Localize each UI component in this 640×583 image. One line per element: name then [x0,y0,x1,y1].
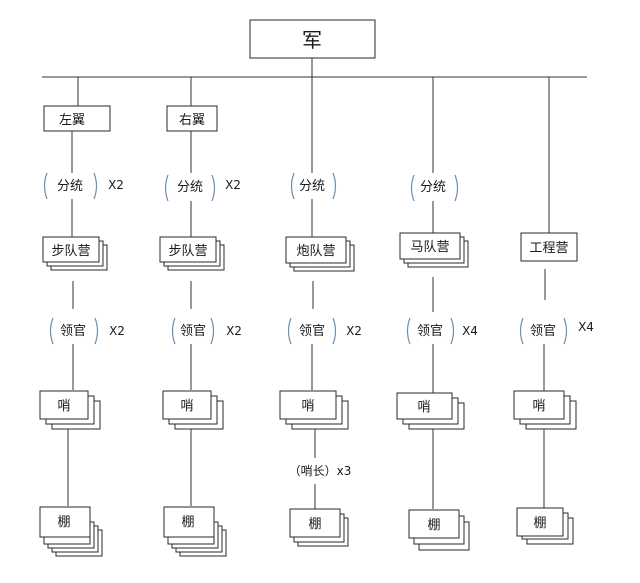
officer-close-paren [563,317,568,345]
officer-open-paren [49,317,54,345]
group-label: 右翼 [179,113,205,128]
officer-label: 领官 [299,323,325,339]
officer-label: 领官 [180,323,206,339]
camp-label: 棚 [181,515,194,530]
unit-node [285,236,347,264]
camp-label: 棚 [427,518,440,533]
officer-multiplier: X2 [226,324,242,338]
subgroup-close-paren [332,172,337,200]
subgroup-multiplier: X2 [225,178,241,192]
officer-close-paren [94,317,99,345]
subgroup-label: 分统 [57,179,83,194]
subgroup-open-paren [410,174,415,202]
unit-label: 步队营 [168,244,207,259]
officer-multiplier: X4 [578,320,594,334]
camp-node [516,507,564,537]
subgroup-close-paren [211,174,216,202]
post-label: 哨 [180,399,193,414]
root-label: 军 [302,28,322,52]
officer-open-paren [171,317,176,345]
column-5: 工程营 领官 X4 哨 棚 [513,77,594,545]
unit-label: 工程营 [529,241,568,256]
post-node [396,392,453,420]
unit-label: 马队营 [410,240,449,255]
subgroup-close-paren [454,174,459,202]
unit-label: 炮队营 [296,244,335,259]
officer-close-paren [450,317,455,345]
extra-label: （哨长）x3 [289,463,352,478]
camp-node [408,509,460,539]
column-4: 分统 马队营 领官 X4 哨 棚 [396,77,478,551]
subgroup-open-paren [43,172,48,200]
post-label: 哨 [57,399,70,414]
post-node [513,390,565,420]
unit-node [399,232,461,260]
unit-node [520,232,578,262]
post-node [279,390,337,420]
post-node [39,390,89,420]
officer-multiplier: X2 [109,324,125,338]
officer-open-paren [406,317,411,345]
officer-multiplier: X4 [462,324,478,338]
column-3: 分统 炮队营 领官 X2 哨 （哨长）x3 棚 [279,77,362,547]
officer-label: 领官 [530,323,556,339]
unit-node [159,236,217,263]
camp-node [39,506,91,538]
post-label: 哨 [417,400,430,415]
officer-close-paren [210,317,215,345]
subgroup-label: 分统 [299,179,325,194]
officer-multiplier: X2 [346,324,362,338]
subgroup-label: 分统 [420,180,446,195]
post-label: 哨 [532,399,545,414]
camp-label: 棚 [533,516,546,531]
root-node: 军 [249,19,376,59]
group-node [43,105,111,132]
subgroup-multiplier: X2 [108,178,124,192]
subgroup-open-paren [164,174,169,202]
column-2: 右翼 分统 X2 步队营 领官 X2 哨 棚 [159,77,242,557]
officer-label: 领官 [417,323,443,339]
officer-close-paren [332,317,337,345]
column-1: 左翼 分统 X2 步队营 领官 X2 哨 棚 [39,77,125,557]
post-label: 哨 [301,399,314,414]
post-node [162,390,212,420]
camp-label: 棚 [308,517,321,532]
unit-node [42,236,100,263]
unit-label: 步队营 [51,244,90,259]
subgroup-open-paren [290,172,295,200]
camp-label: 棚 [57,515,70,530]
officer-open-paren [287,317,292,345]
officer-open-paren [519,317,524,345]
subgroup-label: 分统 [177,180,203,195]
subgroup-close-paren [93,172,98,200]
officer-label: 领官 [60,323,86,339]
camp-node [163,506,215,538]
camp-node [289,508,341,538]
group-label: 左翼 [59,113,85,128]
group-node [166,105,218,132]
